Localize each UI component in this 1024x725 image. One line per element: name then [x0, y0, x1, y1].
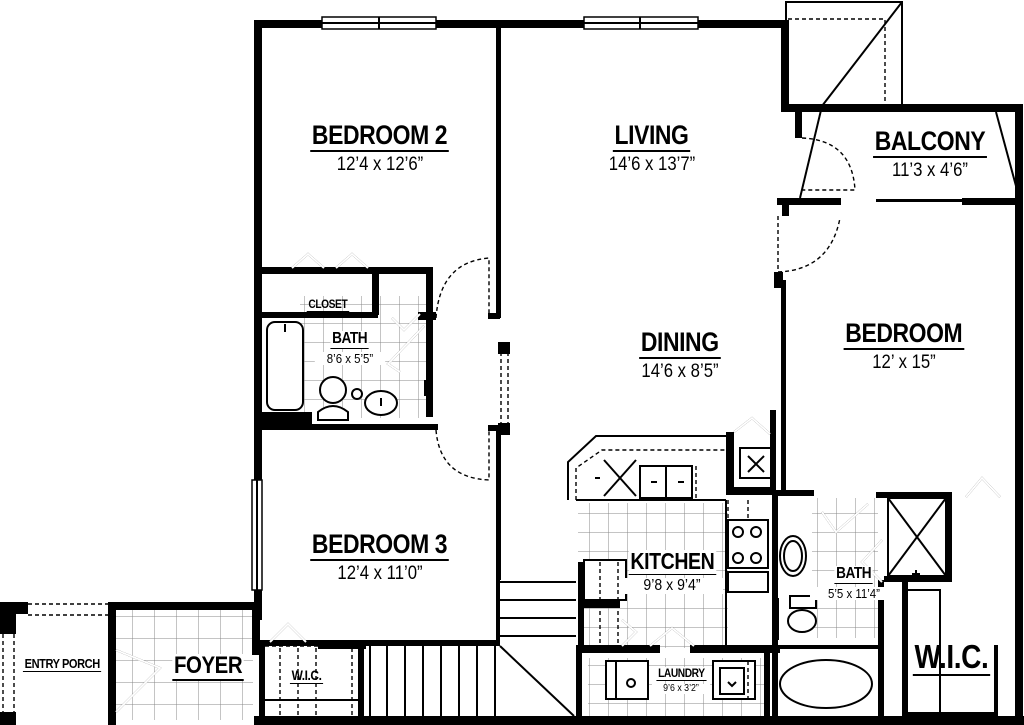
- entry-porch-outline: [2, 603, 110, 712]
- room-name: BEDROOM: [843, 318, 965, 350]
- windows: [251, 16, 699, 591]
- room-dimensions: 12’4 x 12’6”: [336, 154, 424, 175]
- room-label-laundry: LAUNDRY 9’6 x 3’2”: [648, 665, 714, 694]
- room-label-foyer: FOYER: [160, 654, 256, 681]
- room-dimensions: 14’6 x 8’5”: [641, 361, 719, 382]
- room-name: BEDROOM 3: [310, 529, 450, 561]
- room-label-master-bath: BATH 5’5 x 11’4”: [804, 566, 904, 600]
- kitchen-fixtures: [567, 435, 773, 645]
- room-label-master-wic: W.I.C.: [896, 640, 1006, 676]
- room-dimensions: 12’ x 15”: [872, 352, 936, 373]
- door-swings: [115, 137, 1001, 713]
- room-label-hall-bath: BATH 8’6 x 5’5”: [310, 331, 390, 365]
- walls: [0, 20, 1024, 725]
- stairs: [369, 581, 576, 717]
- room-dimensions: 11’3 x 4’6”: [892, 160, 968, 181]
- room-dimensions: 8’6 x 5’5”: [314, 352, 386, 365]
- room-dimensions: 14’6 x 13’7”: [608, 154, 696, 175]
- room-label-living: LIVING 14’6 x 13’7”: [562, 120, 742, 175]
- room-label-closet: CLOSET: [298, 296, 358, 312]
- room-name: BATH: [834, 565, 874, 584]
- balcony-storage: [785, 1, 1017, 199]
- room-dimensions: 5’5 x 11’4”: [810, 587, 898, 600]
- wic-shelves: [265, 589, 941, 716]
- room-label-kitchen: KITCHEN 9’8 x 9’4”: [614, 550, 730, 594]
- room-name: ENTRY PORCH: [22, 656, 102, 672]
- hall-bath-fixtures: [266, 321, 398, 421]
- room-name: W.I.C.: [290, 667, 324, 684]
- room-dimensions: 12’4 x 11’0”: [337, 563, 423, 584]
- master-bath-fixtures: [777, 497, 947, 709]
- room-label-entry-porch: ENTRY PORCH: [12, 656, 112, 672]
- room-name: BALCONY: [873, 126, 987, 158]
- room-name: BATH: [330, 330, 370, 349]
- room-dimensions: 9’8 x 9’4”: [620, 578, 724, 594]
- room-name: KITCHEN: [628, 548, 716, 575]
- room-label-bedroom3: BEDROOM 3 12’4 x 11’0”: [290, 531, 470, 583]
- room-name: BEDROOM 2: [310, 120, 450, 152]
- room-label-balcony: BALCONY 11’3 x 4’6”: [850, 128, 1010, 180]
- room-name: LIVING: [613, 120, 691, 152]
- room-label-bedroom: BEDROOM 12’ x 15”: [822, 320, 986, 372]
- room-name: FOYER: [172, 652, 244, 681]
- room-name: LAUNDRY: [656, 666, 706, 681]
- room-dimensions: 9’6 x 3’2”: [651, 684, 711, 694]
- room-label-dining: DINING 14’6 x 8’5”: [590, 329, 770, 381]
- room-name: DINING: [639, 327, 721, 359]
- room-label-bedroom2: BEDROOM 2 12’4 x 12’6”: [290, 122, 470, 174]
- laundry-fixtures: [605, 660, 756, 700]
- room-label-foyer-wic: W.I.C.: [272, 668, 342, 684]
- room-name: W.I.C.: [912, 638, 990, 676]
- room-name: CLOSET: [306, 297, 350, 312]
